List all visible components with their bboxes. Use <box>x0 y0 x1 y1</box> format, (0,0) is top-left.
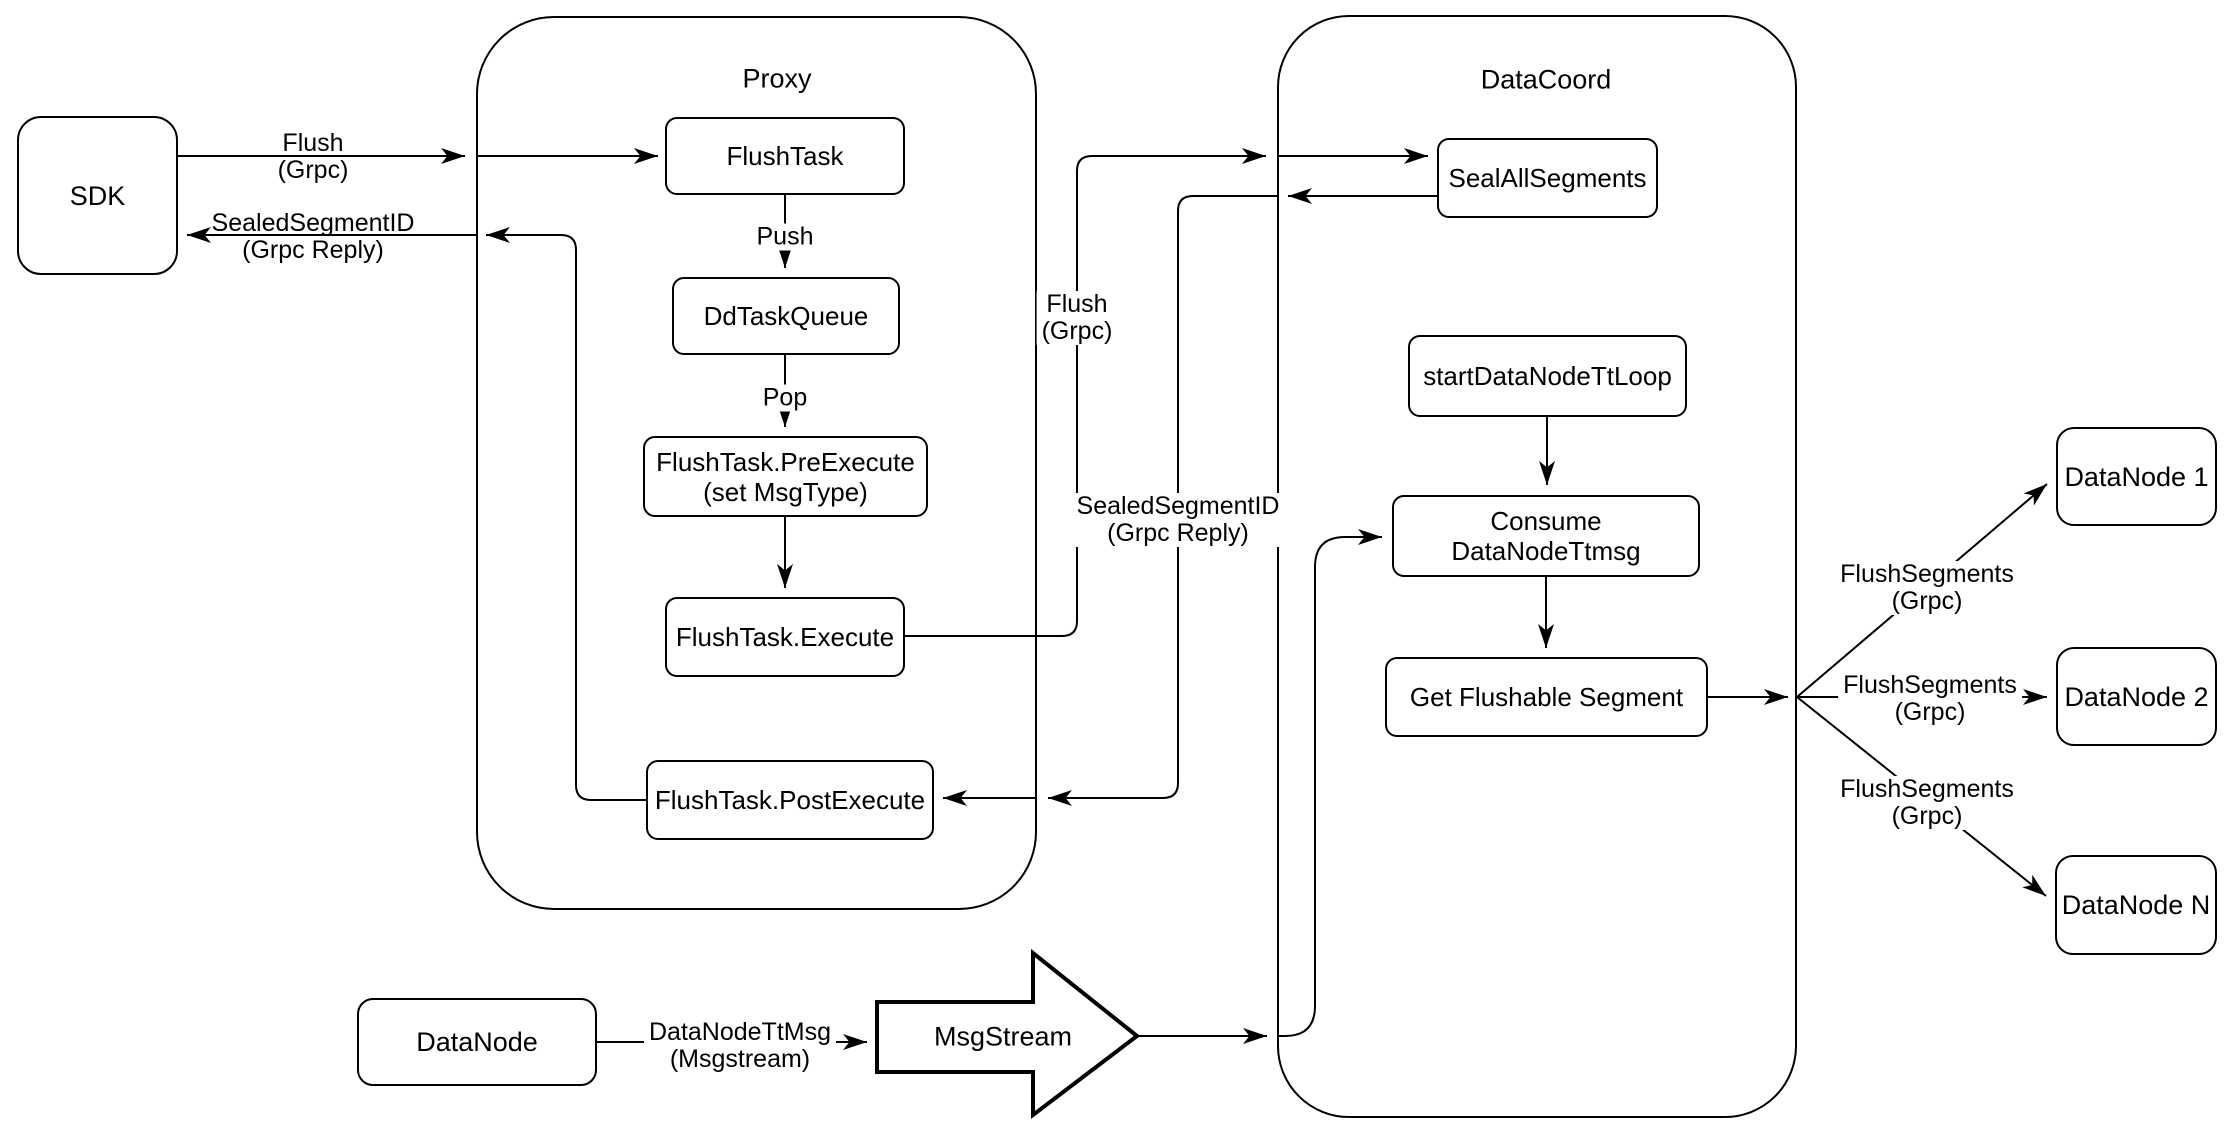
container-datacoord <box>1277 15 1797 1118</box>
node-seal-all-segments: SealAllSegments <box>1437 138 1658 218</box>
node-flush-task-pre-execute: FlushTask.PreExecute (set MsgType) <box>643 436 928 517</box>
msgstream-label: MsgStream <box>933 1021 1073 1052</box>
msgstream-block-arrow <box>875 948 1141 1120</box>
label-datanode-ttmsg: DataNodeTtMsg (Msgstream) <box>643 1019 837 1073</box>
node-consume-datanode-ttmsg: Consume DataNodeTtmsg <box>1392 495 1700 577</box>
node-flush-task: FlushTask <box>665 117 905 195</box>
label-sealed-segment-id-sdk: SealedSegmentID (Grpc Reply) <box>211 209 415 264</box>
node-sdk: SDK <box>17 116 178 275</box>
node-datanode-2: DataNode 2 <box>2056 647 2217 746</box>
node-datanode-1: DataNode 1 <box>2056 427 2217 526</box>
node-get-flushable-segment: Get Flushable Segment <box>1385 657 1708 737</box>
edge-msgstream-to-consume <box>1277 529 1382 1037</box>
node-flush-task-post-execute: FlushTask.PostExecute <box>646 760 934 840</box>
container-proxy <box>476 16 1037 910</box>
node-start-datanode-tt-loop: startDataNodeTtLoop <box>1408 335 1687 417</box>
label-pop: Pop <box>757 384 813 412</box>
node-flush-task-execute: FlushTask.Execute <box>665 597 905 677</box>
node-dd-task-queue: DdTaskQueue <box>672 277 900 355</box>
label-flush-segments-1: FlushSegments (Grpc) <box>1835 561 2019 615</box>
node-datanode-n: DataNode N <box>2055 855 2217 955</box>
node-datanode-bottom: DataNode <box>357 998 597 1086</box>
edge-postexecute-to-proxy-boundary <box>486 227 646 801</box>
label-flush-grpc-sdk: Flush (Grpc) <box>277 129 349 184</box>
edge-execute-to-datacoord <box>905 148 1266 637</box>
label-sealed-segment-id-coord: SealedSegmentID (Grpc Reply) <box>1071 493 1285 547</box>
label-flush-segments-3: FlushSegments (Grpc) <box>1835 776 2019 830</box>
container-datacoord-title: DataCoord <box>1480 64 1612 95</box>
label-flush-grpc-coord: Flush (Grpc) <box>1036 291 1118 345</box>
label-push: Push <box>751 223 819 251</box>
container-proxy-title: Proxy <box>742 63 812 94</box>
label-flush-segments-2: FlushSegments (Grpc) <box>1838 672 2022 726</box>
